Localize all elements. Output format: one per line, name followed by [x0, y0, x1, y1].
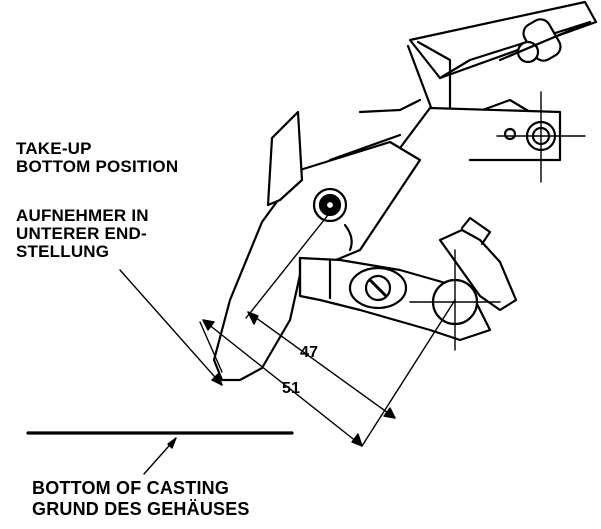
dimension-47: 47 [300, 344, 319, 361]
takeup-label-line1: TAKE-UP [16, 139, 92, 158]
upper-arm-bracket [406, 0, 598, 122]
take-up-lever [212, 98, 422, 382]
takeup-label-line2: BOTTOM POSITION [16, 157, 179, 176]
german-label-line3: STELLUNG [16, 242, 110, 261]
german-label-line2: UNTERER END- [16, 224, 147, 243]
casting-label-line1: BOTTOM OF CASTING [32, 478, 230, 498]
casting-label-line2: GRUND DES GEHÄUSES [32, 499, 250, 519]
dimension-51: 51 [282, 380, 301, 397]
right-fixture [398, 91, 586, 183]
right-hub [409, 216, 518, 351]
dimension-lines [119, 209, 456, 475]
german-label-line1: AUFNEHMER IN [16, 206, 149, 225]
